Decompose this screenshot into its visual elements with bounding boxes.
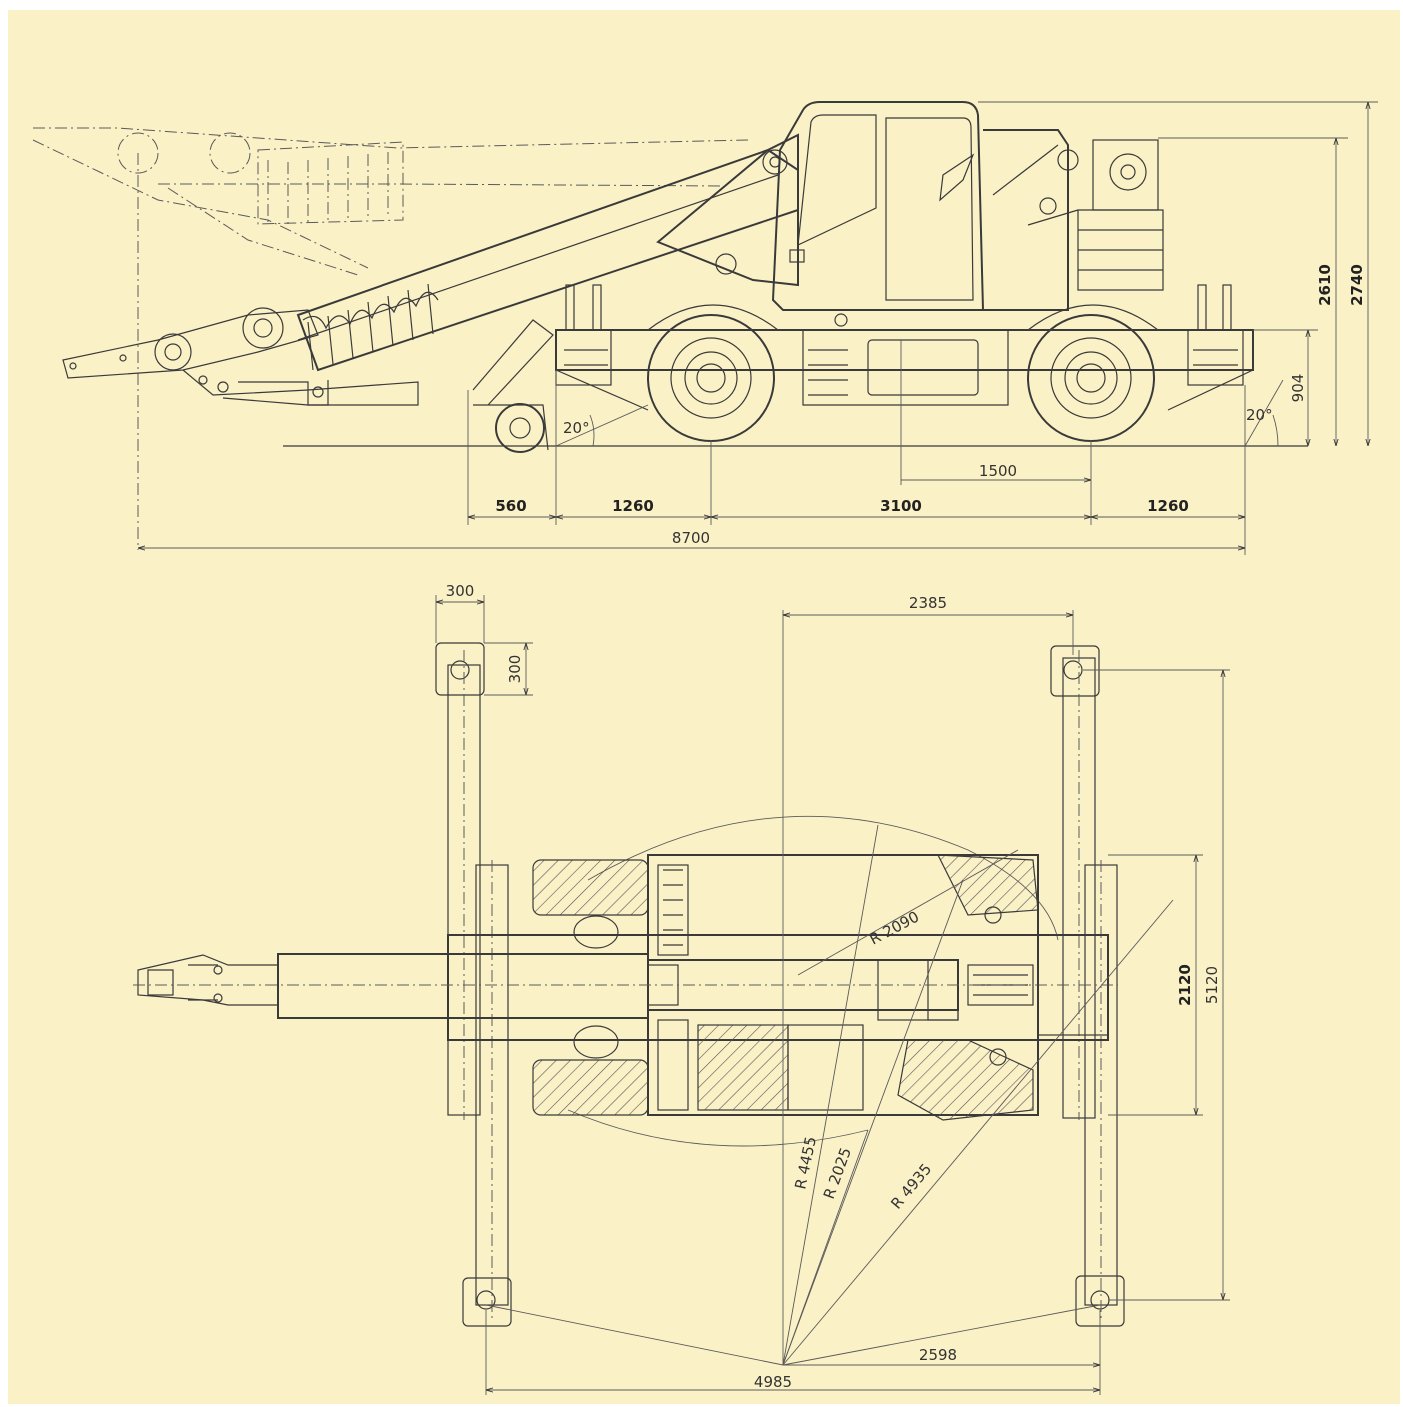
dim-2610: 2610	[1316, 264, 1334, 306]
dim-560: 560	[495, 497, 526, 515]
chassis-top	[447, 854, 1109, 1121]
radius-2090: R 2090	[866, 908, 922, 949]
top-view: R 2090 R 4455 R 2025 R 4935 300 300 2385…	[133, 582, 1230, 1395]
top-dimensions: 300 300 2385 2120 5120 2598 4985	[435, 582, 1230, 1395]
rear-wheel	[1027, 304, 1159, 442]
crane-drawing: 560 1260 3100 1260 1500 8700 20° 20° 904…	[32, 101, 1378, 1395]
dim-3100: 3100	[880, 497, 922, 515]
dim-300-height: 300	[506, 655, 524, 684]
dim-1500: 1500	[979, 462, 1017, 480]
dim-5120: 5120	[1203, 966, 1221, 1004]
dim-2120: 2120	[1176, 964, 1194, 1006]
boom-top	[133, 934, 1118, 1036]
angle-rear: 20°	[1246, 406, 1273, 424]
outrigger-beams	[435, 642, 1125, 1327]
dim-1260-rear: 1260	[1147, 497, 1189, 515]
radius-4935: R 4935	[887, 1160, 935, 1212]
dim-2740: 2740	[1348, 264, 1366, 306]
angle-front: 20°	[563, 419, 590, 437]
dim-1260-front: 1260	[612, 497, 654, 515]
radius-lines: R 2090 R 4455 R 2025 R 4935	[485, 610, 1174, 1366]
side-dimensions: 560 1260 3100 1260 1500 8700 20° 20° 904…	[138, 101, 1378, 555]
dim-300-width: 300	[446, 582, 475, 600]
raised-boom-phantom	[32, 127, 749, 550]
dim-2598: 2598	[919, 1346, 957, 1364]
dim-904: 904	[1289, 374, 1307, 403]
front-wheel	[647, 304, 779, 442]
dim-8700: 8700	[672, 529, 710, 547]
chassis	[555, 329, 1254, 411]
cab	[656, 101, 1164, 327]
dim-2385: 2385	[909, 594, 947, 612]
drawing-sheet: 560 1260 3100 1260 1500 8700 20° 20° 904…	[8, 10, 1400, 1404]
dim-4985: 4985	[754, 1373, 792, 1391]
radius-2025: R 2025	[820, 1145, 855, 1201]
outriggers-side	[472, 284, 1244, 453]
side-view: 560 1260 3100 1260 1500 8700 20° 20° 904…	[32, 101, 1378, 555]
